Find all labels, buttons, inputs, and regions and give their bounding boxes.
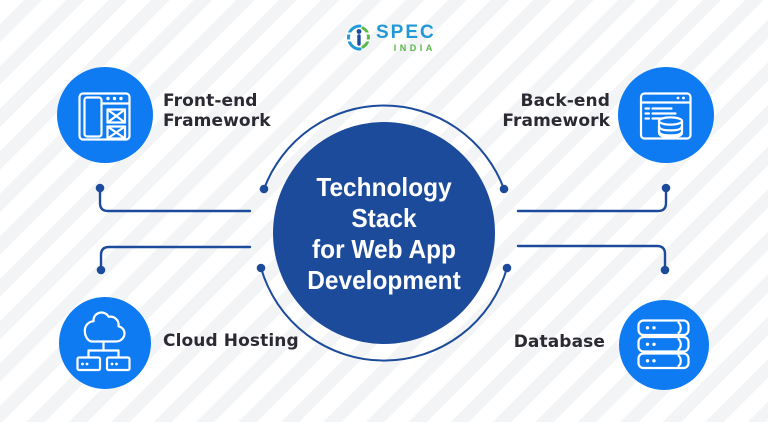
logo-spec-text: SPEC — [376, 22, 436, 43]
connector-cloud — [99, 245, 252, 269]
database-label: Database — [513, 332, 605, 352]
cloud-hosting-circle — [59, 297, 151, 389]
connector-back-end — [516, 189, 668, 213]
logo-india-text: INDIA — [393, 43, 436, 53]
center-title-line: Development — [307, 265, 461, 295]
spec-india-logo: SPEC INDIA — [346, 23, 436, 53]
center-title-line: Technology — [316, 172, 452, 202]
connector-database — [516, 244, 667, 269]
front-end-framework-label: Front-end Framework — [163, 91, 271, 132]
logo-wordmark: SPEC INDIA — [376, 23, 436, 53]
database-circle — [619, 300, 709, 390]
center-circle — [273, 122, 495, 344]
server-stack-icon — [637, 319, 690, 370]
center-ring-dots — [256, 184, 512, 273]
browser-wireframe-icon — [78, 92, 131, 141]
connector-front-end — [98, 189, 252, 213]
back-end-circle — [618, 67, 714, 163]
center-title-line: Stack — [351, 203, 417, 233]
cloud-servers-icon — [76, 311, 131, 372]
center-title-line: for Web App — [312, 234, 456, 264]
connector-lines — [98, 189, 668, 269]
spec-india-globe-icon — [347, 24, 371, 51]
center-ring-arcs — [260, 104, 508, 362]
browser-code-database-icon — [639, 92, 692, 140]
connector-dots — [95, 183, 671, 275]
center-title: Technology Stack for Web App Development — [290, 164, 478, 304]
back-end-framework-label: Back-end Framework — [502, 91, 610, 132]
cloud-hosting-label: Cloud Hosting — [163, 331, 299, 351]
front-end-circle — [57, 67, 153, 163]
